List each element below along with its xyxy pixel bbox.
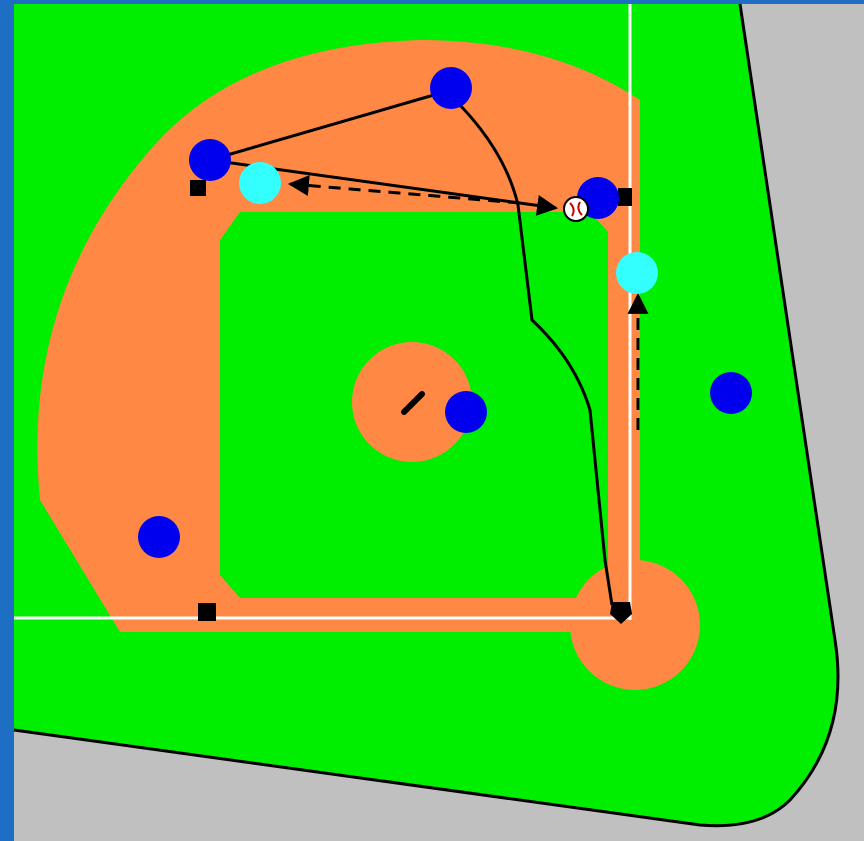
home-plate-circle xyxy=(570,560,700,690)
third-base xyxy=(198,603,216,621)
first-base xyxy=(618,188,632,206)
right-fielder xyxy=(430,67,472,109)
second-baseman xyxy=(189,139,231,181)
left-fielder-near-line xyxy=(710,372,752,414)
second-base xyxy=(190,180,206,196)
runner-near-second xyxy=(239,162,281,204)
pitcher xyxy=(445,391,487,433)
runner-near-first xyxy=(616,252,658,294)
third-baseman xyxy=(138,516,180,558)
baseball xyxy=(564,197,588,221)
